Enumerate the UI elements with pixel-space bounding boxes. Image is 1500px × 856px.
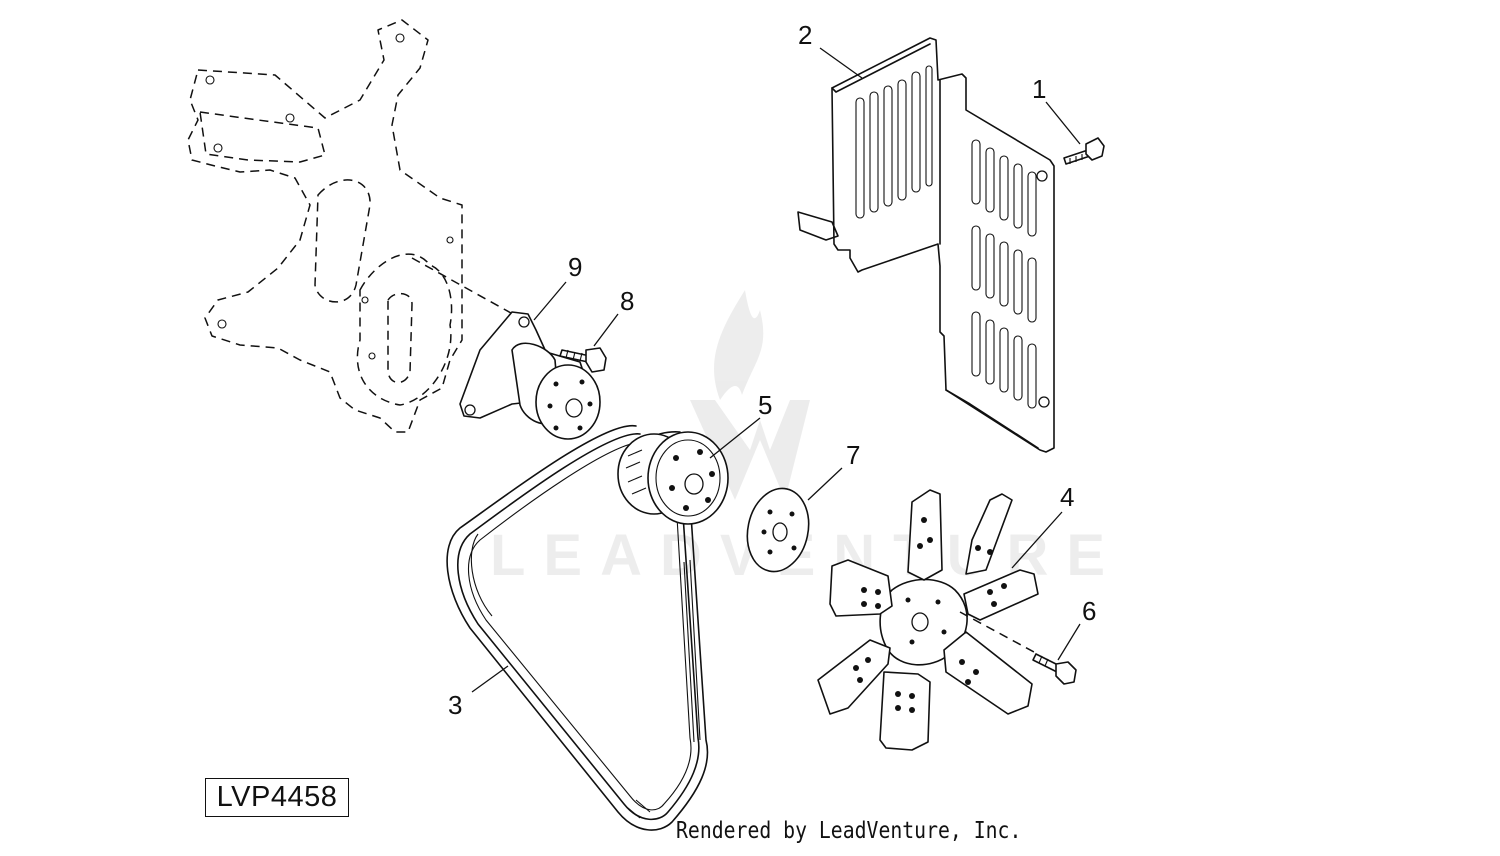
pulley xyxy=(617,431,729,525)
callout-4: 4 xyxy=(1060,482,1074,512)
fan-guard xyxy=(797,37,1055,453)
callout-1: 1 xyxy=(1032,74,1046,104)
cap-screw-1 xyxy=(1063,137,1105,165)
mounting-bracket-phantom xyxy=(187,19,521,433)
callout-6: 6 xyxy=(1082,596,1096,626)
spacer xyxy=(746,487,810,573)
fan-blade-holes xyxy=(853,517,1007,713)
callout-2: 2 xyxy=(798,20,812,50)
cap-screw-6 xyxy=(1032,653,1077,685)
callouts: 2 1 9 8 5 7 4 6 3 xyxy=(448,20,1096,720)
water-pump xyxy=(459,311,601,440)
fan-blades xyxy=(817,489,1039,751)
cap-screw-8 xyxy=(559,347,607,373)
callout-5: 5 xyxy=(758,390,772,420)
callout-8: 8 xyxy=(620,286,634,316)
belt xyxy=(446,425,709,831)
render-credit: Rendered by LeadVenture, Inc. xyxy=(676,818,1022,844)
callout-3: 3 xyxy=(448,690,462,720)
guard-slots-upper xyxy=(855,65,933,219)
fan xyxy=(817,489,1039,751)
callout-9: 9 xyxy=(568,252,582,282)
leader-lines xyxy=(471,47,1081,693)
guard-slots-lower xyxy=(971,139,1037,409)
watermark-logo xyxy=(690,290,810,500)
callout-7: 7 xyxy=(846,440,860,470)
diagram-id-label: LVP4458 xyxy=(205,778,349,817)
